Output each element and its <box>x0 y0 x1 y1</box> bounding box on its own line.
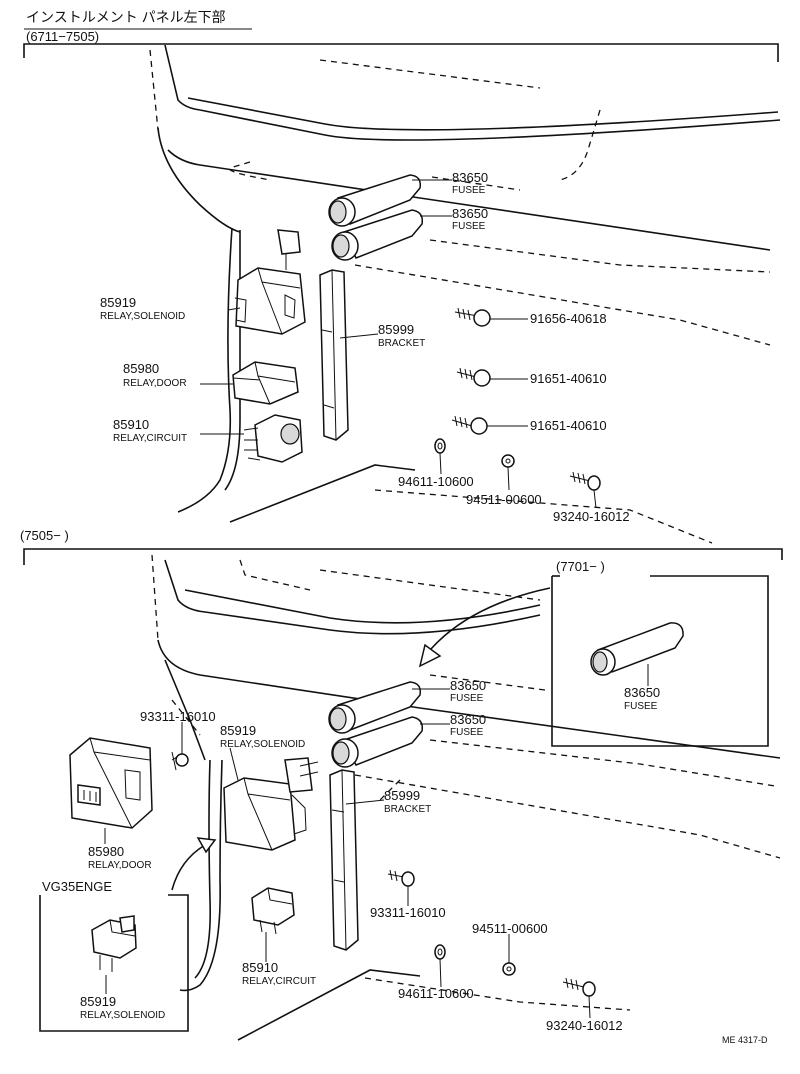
s2-label-85999: 85999 <box>384 788 420 803</box>
relay-solenoid-85919 <box>234 229 306 335</box>
label-85919: 85919 <box>100 295 136 310</box>
section-1-range: (6711−7505) <box>26 29 99 44</box>
bracket-85999-top <box>319 269 349 441</box>
label-relay-door: RELAY,DOOR <box>123 378 187 389</box>
washer-94611-10600-bottom <box>434 944 446 960</box>
s2-label-93311-16010-a: 93311-16010 <box>140 709 216 724</box>
relay-door-85980 <box>232 361 299 405</box>
s2-label-94611-10600: 94611-10600 <box>398 986 474 1001</box>
label-85910: 85910 <box>113 417 149 432</box>
s2-label-94511-00600: 94511-00600 <box>472 921 548 936</box>
fusee-83650-bottom <box>331 209 424 261</box>
label-fusee-b: FUSEE <box>452 221 486 232</box>
s2-label-fusee-b: FUSEE <box>450 727 484 738</box>
inset-box <box>551 575 769 747</box>
variant-label-85919: 85919 <box>80 994 116 1009</box>
washer-94611-10600-top <box>434 438 446 454</box>
variant-label-relay-solenoid: RELAY,SOLENOID <box>80 1010 165 1021</box>
inset-pointer-arrow <box>429 587 551 651</box>
inset-label-fusee: FUSEE <box>624 701 658 712</box>
s2-label-bracket: BRACKET <box>384 804 431 815</box>
washer-94511-00600-bottom <box>502 962 516 976</box>
variant-pointer-arrowhead <box>196 837 217 854</box>
relay-circuit-85910 <box>243 414 303 463</box>
bolt-91656-40618 <box>454 307 491 327</box>
label-91651-40610-b: 91651-40610 <box>530 418 607 433</box>
washer-94511-00600-top <box>501 454 515 468</box>
variant-label: VG35ENGE <box>42 879 112 894</box>
label-83650-a: 83650 <box>452 170 488 185</box>
s2-label-83650-b: 83650 <box>450 712 486 727</box>
label-94511-00600: 94511-00600 <box>466 492 542 507</box>
label-fusee-a: FUSEE <box>452 185 486 196</box>
fusee-83650-s2-top <box>328 681 422 734</box>
s2-label-83650-a: 83650 <box>450 678 486 693</box>
section-2-panel-outline <box>151 554 781 1041</box>
bolt-93311-16010-left <box>171 751 189 771</box>
label-83650-b: 83650 <box>452 206 488 221</box>
section-1-leaders <box>200 179 597 509</box>
inset-pointer-arrowhead <box>418 643 442 668</box>
label-93240-16012: 93240-16012 <box>553 509 630 524</box>
diagram-title: インストルメント パネル左下部 <box>26 9 226 25</box>
label-91651-40610-a: 91651-40610 <box>530 371 607 386</box>
s2-label-relay-door: RELAY,DOOR <box>88 860 152 871</box>
section-2-leaders <box>104 688 591 1019</box>
s2-label-93311-16010-b: 93311-16010 <box>370 905 446 920</box>
bolt-91651-40610-upper <box>456 367 491 387</box>
fusee-83650-s2-bottom <box>331 716 424 768</box>
s2-label-relay-circuit: RELAY,CIRCUIT <box>242 976 316 987</box>
relay-circuit-85910-s2 <box>251 887 295 935</box>
screw-93240-16012-bottom <box>562 977 596 997</box>
label-94611-10600: 94611-10600 <box>398 474 474 489</box>
s2-label-85919: 85919 <box>220 723 256 738</box>
label-bracket: BRACKET <box>378 338 425 349</box>
label-relay-solenoid: RELAY,SOLENOID <box>100 311 185 322</box>
section-2-range: (7505− ) <box>20 528 69 543</box>
s2-label-85980: 85980 <box>88 844 124 859</box>
s2-label-relay-solenoid: RELAY,SOLENOID <box>220 739 305 750</box>
variant-pointer-arrow <box>171 844 206 891</box>
variant-box <box>39 894 189 1032</box>
inset-label-83650: 83650 <box>624 685 660 700</box>
section-2-frame <box>23 548 783 565</box>
screw-93240-16012-top <box>569 471 601 491</box>
bracket-85999-s2 <box>329 769 359 951</box>
drawing-code: ME 4317-D <box>722 1035 768 1045</box>
s2-label-85910: 85910 <box>242 960 278 975</box>
relay-door-85980-s2 <box>69 737 153 829</box>
relay-solenoid-85919-s2 <box>223 757 319 851</box>
section-1-panel-outline <box>149 44 781 544</box>
s2-label-93240-16012: 93240-16012 <box>546 1018 623 1033</box>
section-1-frame <box>23 43 779 62</box>
label-85980: 85980 <box>123 361 159 376</box>
fusee-83650-top <box>328 174 422 227</box>
label-91656-40618: 91656-40618 <box>530 311 607 326</box>
inset-range: (7701− ) <box>556 559 605 574</box>
s2-label-fusee-a: FUSEE <box>450 693 484 704</box>
label-85999: 85999 <box>378 322 414 337</box>
bolt-93311-16010-right <box>387 869 415 887</box>
label-relay-circuit: RELAY,CIRCUIT <box>113 433 187 444</box>
bolt-91651-40610-lower <box>451 415 488 435</box>
